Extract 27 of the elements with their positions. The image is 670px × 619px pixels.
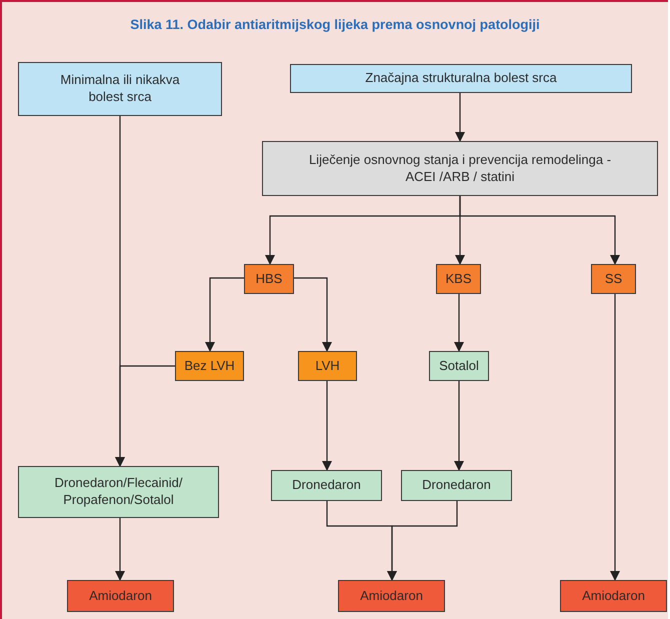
drug-box: HBS xyxy=(244,264,294,294)
condition-box: Značajna strukturalna bolest srca xyxy=(290,64,632,93)
drug-box: Amiodaron xyxy=(67,580,174,612)
drug-box: Amiodaron xyxy=(338,580,445,612)
arrow xyxy=(610,294,620,581)
drug-box: Dronedaron xyxy=(401,470,512,501)
drug-box: Bez LVH xyxy=(175,351,244,381)
drug-box: KBS xyxy=(436,264,481,294)
condition-box: Minimalna ili nikakva bolest srca xyxy=(18,62,222,116)
arrow xyxy=(115,518,125,581)
arrow xyxy=(322,381,332,471)
arrow xyxy=(205,277,244,352)
arrow xyxy=(455,93,465,142)
diagram-title: Slika 11. Odabir antiaritmijskog lijeka prema osnovnoj patologiji xyxy=(129,17,541,32)
arrow xyxy=(387,501,458,581)
arrow xyxy=(294,277,332,352)
arrow xyxy=(115,365,175,467)
treatment-box: Liječenje osnovnog stanja i prevencija remodelinga - ACEI /ARB / statini xyxy=(262,141,658,196)
arrow xyxy=(454,381,464,471)
drug-box: LVH xyxy=(298,351,357,381)
arrow xyxy=(454,294,464,352)
drug-box: Amiodaron xyxy=(560,580,667,612)
drug-box: Dronedaron/Flecainid/ Propafenon/Sotalol xyxy=(18,466,219,518)
drug-box: SS xyxy=(591,264,636,294)
arrow xyxy=(459,196,620,265)
drug-box: Dronedaron xyxy=(271,470,382,501)
drug-box: Sotalol xyxy=(429,351,489,381)
